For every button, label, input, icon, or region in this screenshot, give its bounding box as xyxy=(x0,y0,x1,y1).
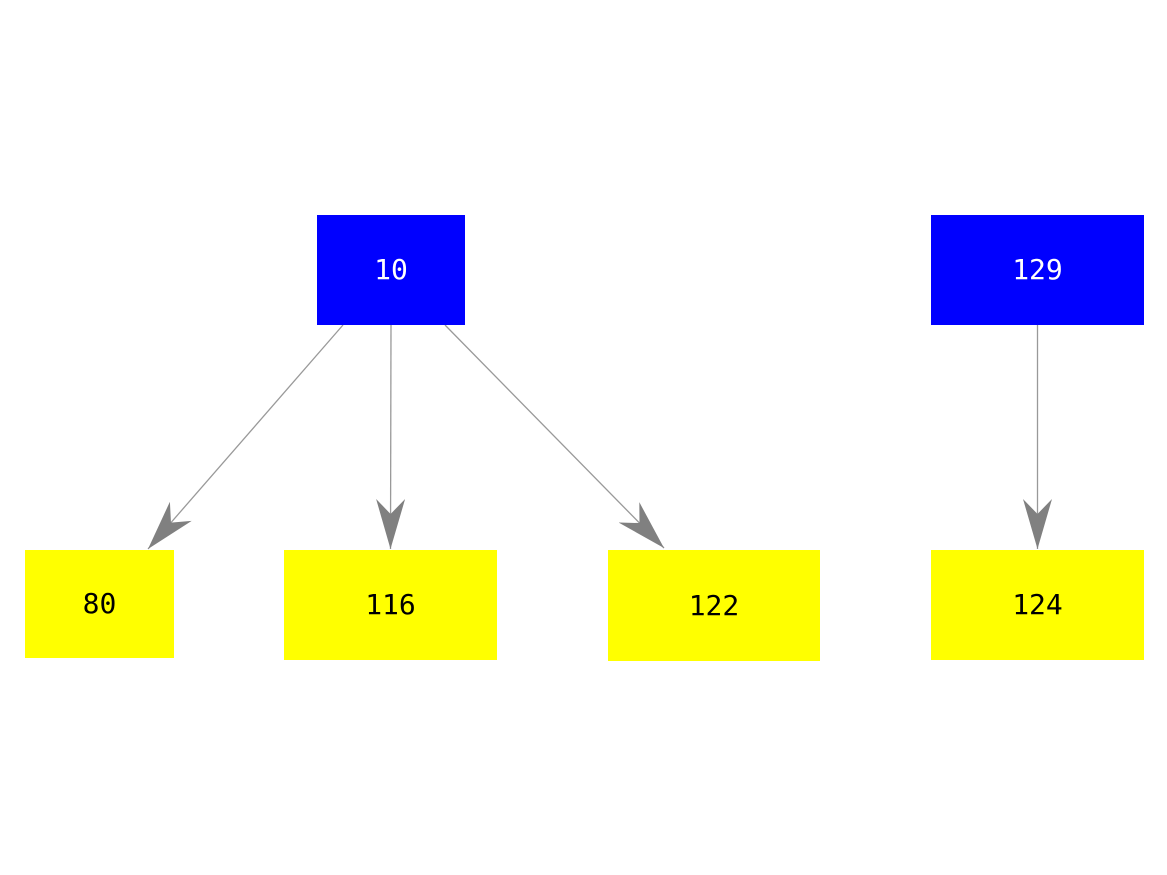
graph-node-80: 80 xyxy=(25,550,174,658)
node-label: 122 xyxy=(688,588,740,622)
graph-node-129: 129 xyxy=(931,215,1144,325)
node-label: 10 xyxy=(374,253,408,286)
node-label: 80 xyxy=(82,587,117,620)
edge-10-80 xyxy=(147,324,344,550)
graph-node-116: 116 xyxy=(284,550,497,660)
node-label: 129 xyxy=(1012,253,1063,286)
node-label: 124 xyxy=(1012,588,1063,621)
edge-10-122 xyxy=(444,324,665,549)
edge-10-116 xyxy=(376,324,406,550)
graph-node-124: 124 xyxy=(931,550,1144,660)
graph-node-122: 122 xyxy=(608,550,820,661)
graph-node-10: 10 xyxy=(317,215,465,325)
node-label: 116 xyxy=(365,588,416,621)
